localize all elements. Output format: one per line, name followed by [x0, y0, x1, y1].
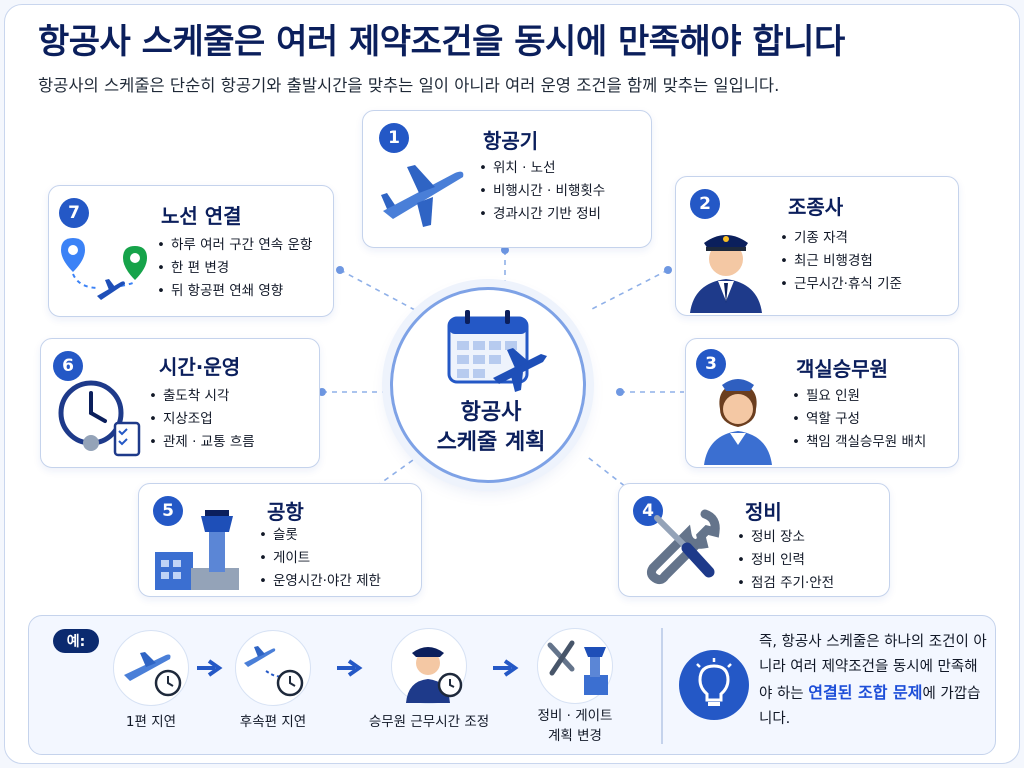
card-pilot: 2 조종사 기종 자격 최근 비행경험 근무시간·휴식 기준 [675, 176, 959, 316]
card-item: 근무시간·휴식 기준 [780, 273, 902, 296]
summary-highlight: 연결된 조합 문제 [808, 683, 923, 702]
step-2-circle [235, 630, 311, 706]
summary-text-part1: 즉, 항공사 스케줄은 하나의 조건이 아니라 여러 제약조건을 동시에 만족해… [759, 634, 987, 702]
step-2-label: 후속편 지연 [239, 714, 307, 730]
card-number: 1 [379, 123, 409, 153]
card-items: 위치 · 노선 비행시간 · 비행횟수 경과시간 기반 정비 [479, 157, 605, 226]
card-item: 게이트 [259, 547, 381, 570]
card-number: 7 [59, 198, 89, 228]
summary-text-part2: 에 가깝습니다. [759, 686, 981, 727]
card-number: 6 [53, 351, 83, 381]
card-number: 3 [696, 349, 726, 379]
lightbulb-icon [696, 658, 732, 706]
card-items: 슬롯 게이트 운영시간·야간 제한 [259, 524, 381, 593]
step-4-label: 정비 · 게이트 계획 변경 [537, 708, 613, 744]
card-title: 조종사 [788, 195, 844, 219]
card-title: 시간·운영 [159, 355, 241, 379]
card-item: 위치 · 노선 [479, 157, 605, 180]
card-items: 하루 여러 구간 연속 운항 한 편 변경 뒤 항공편 연쇄 영향 [157, 234, 312, 303]
card-item: 정비 인력 [737, 549, 834, 572]
card-title: 노선 연결 [161, 204, 242, 228]
card-items: 필요 인원 역할 구성 책임 객실승무원 배치 [792, 385, 926, 454]
step-3-label: 승무원 근무시간 조정 [368, 714, 490, 730]
wrench-screwdriver-icon [646, 509, 720, 585]
card-items: 정비 장소 정비 인력 점검 주기·안전 [737, 526, 834, 595]
card-item: 뒤 항공편 연쇄 영향 [157, 280, 312, 303]
card-number: 5 [153, 496, 183, 526]
pilot-icon [690, 235, 762, 313]
summary-text: 즉, 항공사 스케줄은 하나의 조건이 아니라 여러 제약조건을 동시에 만족해… [759, 630, 989, 732]
plane-path-clock-icon [244, 646, 304, 697]
pilot-clock-icon [406, 647, 463, 703]
card-title: 객실승무원 [796, 357, 888, 381]
page-title: 항공사 스케줄은 여러 제약조건을 동시에 만족해야 합니다 [38, 22, 845, 62]
card-time-operations: 6 시간·운영 출도착 시각 지상조업 관제 · 교통 흐름 [40, 338, 320, 468]
card-item: 책임 객실승무원 배치 [792, 431, 926, 454]
card-items: 기종 자격 최근 비행경험 근무시간·휴식 기준 [780, 227, 902, 296]
arrow-right-icon [493, 659, 519, 677]
card-item: 필요 인원 [792, 385, 926, 408]
card-item: 관제 · 교통 흐름 [149, 431, 255, 454]
control-tower-icon [155, 510, 239, 590]
card-route-connection: 7 노선 연결 하루 여러 구간 연속 운항 한 편 변경 뒤 항공편 연쇄 영… [48, 185, 334, 317]
card-item: 출도착 시각 [149, 385, 255, 408]
card-airport: 5 공항 슬롯 게이트 운영시간·야간 제한 [138, 483, 422, 597]
card-title: 항공기 [483, 129, 539, 153]
calendar-plane-icon [447, 310, 547, 392]
card-item: 운영시간·야간 제한 [259, 570, 381, 593]
card-item: 점검 주기·안전 [737, 572, 834, 595]
card-aircraft: 1 항공기 위치 · 노선 비행시간 · 비행횟수 경과시간 기반 정비 [362, 110, 652, 248]
step-1-circle [113, 630, 189, 706]
card-item: 슬롯 [259, 524, 381, 547]
airplane-icon [381, 165, 464, 227]
step-1-label: 1편 지연 [125, 714, 177, 730]
step-3-circle [391, 628, 467, 704]
card-title: 공항 [267, 500, 304, 524]
tools-tower-icon [547, 640, 608, 695]
card-maintenance: 4 정비 정비 장소 정비 인력 점검 주기·안전 [618, 483, 890, 597]
card-item: 하루 여러 구간 연속 운항 [157, 234, 312, 257]
center-hub: 항공사 스케줄 계획 [390, 287, 586, 483]
page-subtitle: 항공사의 스케줄은 단순히 항공기와 출발시간을 맞추는 일이 아니라 여러 운… [38, 76, 780, 95]
lightbulb-badge [679, 650, 749, 720]
clock-checklist-icon [58, 380, 141, 457]
card-item: 비행시간 · 비행횟수 [479, 180, 605, 203]
card-items: 출도착 시각 지상조업 관제 · 교통 흐름 [149, 385, 255, 454]
card-cabin-crew: 3 객실승무원 필요 인원 역할 구성 책임 객실승무원 배치 [685, 338, 959, 468]
example-badge: 예: [53, 629, 99, 653]
example-panel: 예: 1편 지연 후속편 지연 승무원 근무시간 조정 [28, 615, 996, 755]
card-item: 역할 구성 [792, 408, 926, 431]
step-4-circle [537, 628, 613, 704]
card-item: 정비 장소 [737, 526, 834, 549]
center-title-line2: 스케줄 계획 [436, 430, 546, 455]
card-item: 기종 자격 [780, 227, 902, 250]
center-title-line1: 항공사 [460, 400, 522, 425]
card-item: 한 편 변경 [157, 257, 312, 280]
plane-clock-icon [124, 652, 182, 697]
arrow-right-icon [337, 659, 363, 677]
card-item: 경과시간 기반 정비 [479, 203, 605, 226]
card-title: 정비 [745, 500, 782, 524]
card-number: 2 [690, 189, 720, 219]
arrow-right-icon [197, 659, 223, 677]
card-item: 최근 비행경험 [780, 250, 902, 273]
card-item: 지상조업 [149, 408, 255, 431]
divider [661, 628, 663, 744]
route-pins-icon [61, 238, 147, 300]
flight-attendant-icon [704, 379, 772, 465]
